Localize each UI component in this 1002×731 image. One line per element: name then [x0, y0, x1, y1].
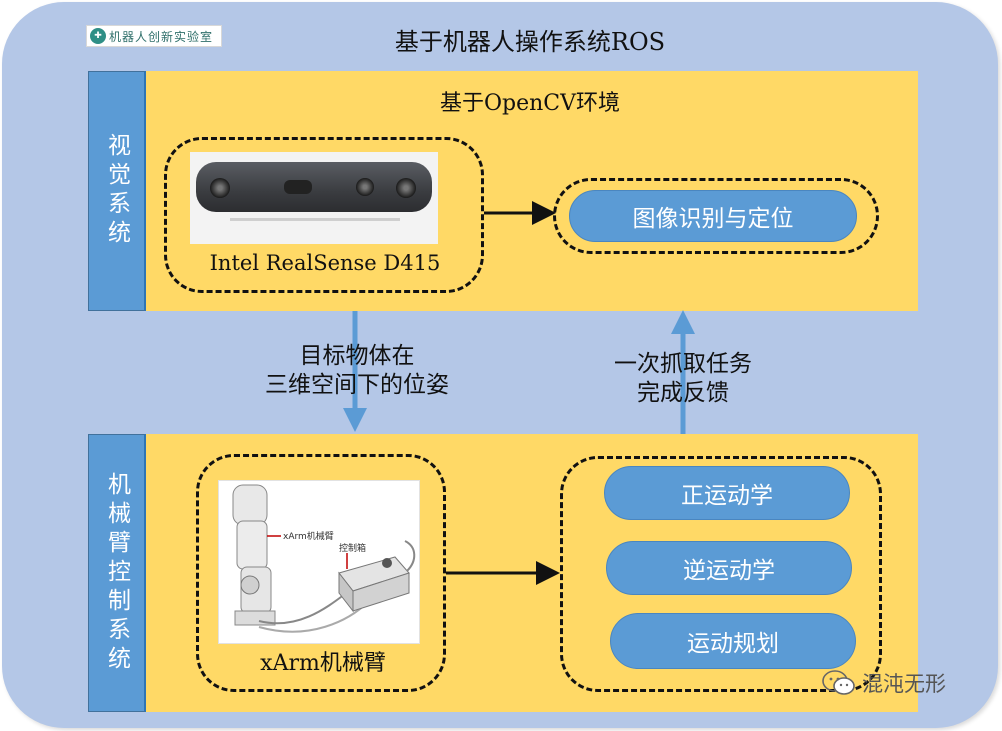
arm-image-label-arm: xArm机械臂 — [283, 530, 334, 542]
camera-base-strip — [230, 218, 400, 221]
camera-lens-mid — [356, 178, 374, 196]
arm-group-box — [196, 454, 446, 692]
arm-caption: xArm机械臂 — [260, 651, 386, 676]
wechat-icon — [822, 669, 856, 697]
pose-flow-label-line2: 三维空间下的位姿 — [265, 372, 449, 398]
watermark-text: 混沌无形 — [862, 672, 946, 696]
pose-down-arrowhead — [343, 408, 367, 432]
watermark: 混沌无形 — [822, 668, 946, 698]
arm-image-label-controller: 控制箱 — [339, 542, 366, 554]
camera-lens-right — [396, 178, 416, 198]
recognition-group-box — [553, 178, 879, 254]
forward-kinematics-node: 正运动学 — [604, 466, 850, 520]
vision-side-label: 视觉系统 — [88, 71, 146, 311]
feedback-flow-label-line1: 一次抓取任务 — [614, 351, 752, 377]
feedback-flow-label-line2: 完成反馈 — [637, 380, 729, 406]
kinematics-group-box — [560, 456, 882, 692]
feedback-flow-label: 一次抓取任务 完成反馈 — [588, 350, 778, 408]
opencv-env-title: 基于OpenCV环境 — [439, 91, 621, 116]
camera-projector — [284, 180, 312, 194]
arm-to-kinematics-arrowhead — [536, 561, 560, 585]
feedback-up-arrowhead — [671, 310, 695, 334]
image-recognition-node: 图像识别与定位 — [569, 190, 857, 242]
camera-body — [196, 162, 432, 212]
camera-to-recognition-arrowhead — [532, 201, 556, 225]
pose-flow-label: 目标物体在 三维空间下的位姿 — [238, 342, 476, 400]
lab-logo-text: 机器人创新实验室 — [109, 29, 214, 44]
inverse-kinematics-node: 逆运动学 — [606, 541, 852, 595]
arm-side-label-text: 机械臂控制系统 — [103, 471, 130, 675]
camera-caption: Intel RealSense D415 — [209, 251, 441, 275]
pose-flow-label-line1: 目标物体在 — [299, 343, 415, 369]
lab-logo: ✚ 机器人创新实验室 — [86, 25, 222, 47]
camera-lens-left — [210, 178, 230, 198]
motion-planning-node: 运动规划 — [610, 613, 856, 669]
xarm-drawing: xArm机械臂 控制箱 — [232, 484, 416, 633]
realsense-camera-image — [190, 152, 438, 244]
arm-side-label: 机械臂控制系统 — [88, 434, 146, 712]
main-title: 基于机器人操作系统ROS — [394, 28, 666, 56]
vision-side-label-text: 视觉系统 — [103, 133, 130, 249]
lab-logo-icon: ✚ — [90, 28, 106, 44]
camera-group-box — [164, 137, 484, 293]
xarm-image: xArm机械臂 控制箱 — [218, 480, 420, 644]
